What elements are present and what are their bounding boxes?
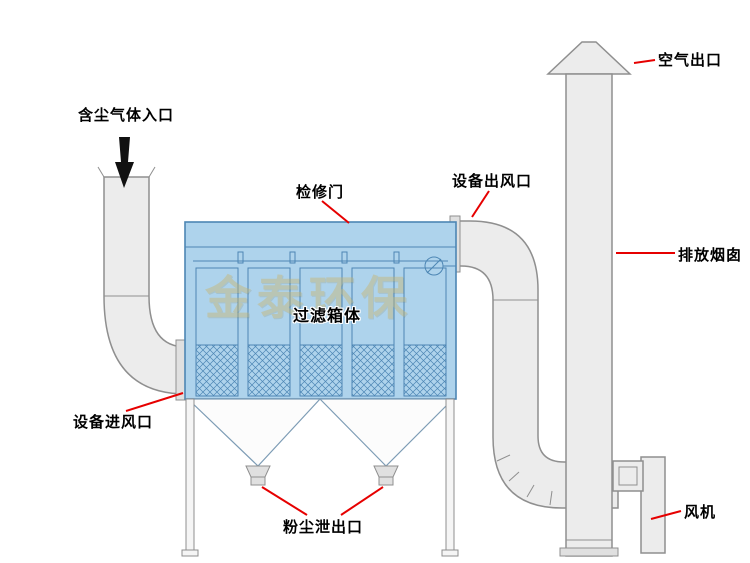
dust-hoppers (186, 398, 455, 486)
dust-outlet-port (373, 465, 399, 478)
chimney-base (559, 547, 619, 557)
leader-equipment-air-outlet (471, 190, 490, 218)
hopper (318, 398, 455, 467)
chimney-cap (546, 41, 632, 75)
label-inspection-door: 检修门 (296, 184, 345, 201)
leader-dust-outlet-left (261, 486, 308, 516)
filter-housing (184, 221, 457, 400)
leader-inspection-door (321, 200, 350, 224)
label-air-outlet: 空气出口 (658, 52, 723, 69)
watermark: 金泰环保 (205, 272, 413, 324)
support-legs (181, 398, 459, 557)
label-equipment-air-outlet: 设备出风口 (452, 173, 533, 190)
label-dusty-gas-inlet: 含尘气体入口 (78, 107, 175, 124)
filter-bags (195, 267, 447, 397)
fan-unit (612, 456, 666, 554)
inlet-duct (97, 166, 189, 401)
chimney-stack (565, 73, 613, 557)
label-equipment-air-inlet: 设备进风口 (73, 414, 154, 431)
gas-flow-arrow-icon (115, 137, 134, 188)
leader-equipment-air-inlet (125, 392, 184, 412)
dust-outlet-port (245, 465, 271, 478)
label-filter-housing: 过滤箱体 (293, 308, 362, 325)
exhaust-chimney (546, 41, 632, 557)
label-fan: 风机 (684, 504, 717, 521)
hopper (186, 398, 322, 467)
leader-air-outlet (633, 59, 656, 64)
leader-fan (650, 510, 682, 520)
leader-lines (125, 59, 682, 520)
leader-dust-outlet-right (340, 486, 384, 516)
label-exhaust-chimney: 排放烟囱 (678, 247, 743, 264)
label-dust-discharge-outlet: 粉尘泄出口 (283, 519, 364, 536)
valve-symbol-icon (424, 256, 456, 276)
